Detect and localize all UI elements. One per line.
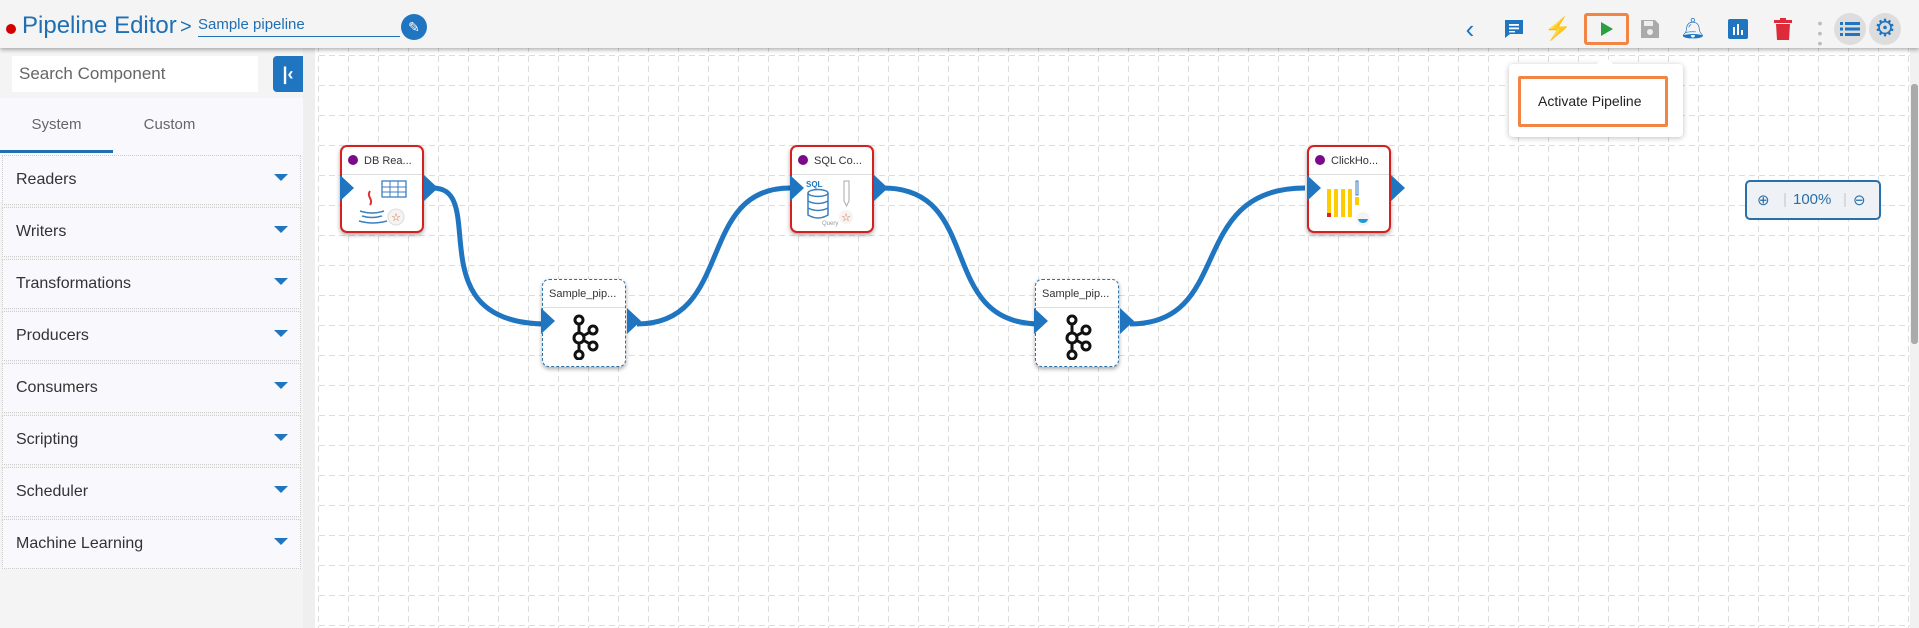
- node-kafka-2[interactable]: Sample_pip...: [1034, 279, 1134, 367]
- zoom-in-icon[interactable]: ⊕: [1757, 192, 1770, 209]
- node-db-reader[interactable]: DB Rea... ☆: [340, 145, 438, 233]
- kafka-icon: [572, 314, 599, 360]
- category-label: Scripting: [16, 431, 79, 448]
- caret-down-icon: [274, 174, 288, 181]
- sidebar-gutter: [303, 48, 315, 628]
- input-port[interactable]: [1034, 308, 1048, 334]
- category-readers[interactable]: Readers: [2, 155, 301, 205]
- svg-text:SQL: SQL: [806, 180, 823, 189]
- back-icon[interactable]: ‹: [1465, 14, 1475, 44]
- status-dot: [348, 155, 358, 165]
- kafka-icon: [1065, 314, 1092, 360]
- caret-down-icon: [274, 434, 288, 441]
- svg-text:☆: ☆: [841, 212, 851, 224]
- category-label: Machine Learning: [16, 535, 144, 552]
- connection: [636, 185, 791, 327]
- status-dot: [6, 24, 16, 34]
- tab-custom[interactable]: Custom: [143, 116, 196, 133]
- output-port[interactable]: [1391, 175, 1405, 201]
- input-port[interactable]: [790, 175, 804, 201]
- canvas-scrollbar[interactable]: [1910, 48, 1919, 628]
- caret-down-icon: [274, 226, 288, 233]
- active-tab-indicator: [0, 150, 113, 153]
- java-db-icon: ☆: [358, 180, 407, 226]
- tooltip-text: Activate Pipeline: [1518, 76, 1668, 127]
- category-label: Writers: [16, 223, 67, 240]
- input-port[interactable]: [541, 308, 555, 334]
- scrollbar-thumb[interactable]: [1911, 84, 1918, 344]
- output-port[interactable]: [1120, 308, 1134, 334]
- node-label: DB Rea...: [342, 147, 422, 175]
- category-consumers[interactable]: Consumers: [2, 363, 301, 413]
- component-sidebar: |‹ System Custom Readers Writers Transfo…: [0, 48, 303, 628]
- activate-pipeline-tooltip: Activate Pipeline: [1509, 56, 1683, 137]
- input-port[interactable]: [1307, 175, 1321, 201]
- node-label: Sample_pip...: [543, 280, 625, 308]
- zoom-control: ⊕ | 100% | ⊖: [1745, 180, 1881, 220]
- caret-down-icon: [274, 538, 288, 545]
- caret-down-icon: [274, 278, 288, 285]
- category-transformations[interactable]: Transformations: [2, 259, 301, 309]
- caret-down-icon: [274, 382, 288, 389]
- collapse-sidebar-button[interactable]: |‹: [273, 56, 303, 92]
- bolt-icon[interactable]: ⚡: [1544, 16, 1572, 41]
- caret-down-icon: [274, 330, 288, 337]
- page-title: Pipeline Editor: [22, 12, 177, 39]
- node-label: SQL Co...: [792, 147, 872, 175]
- category-writers[interactable]: Writers: [2, 207, 301, 257]
- zoom-out-icon[interactable]: ⊖: [1853, 192, 1866, 209]
- alert-bell-icon[interactable]: 🔔︎: [1680, 18, 1706, 40]
- svg-text:☆: ☆: [391, 212, 401, 224]
- pipeline-canvas[interactable]: DB Rea... ☆ Sample_pip... SQL Co... SQL Q…: [315, 48, 1910, 628]
- pipeline-name-field[interactable]: Sample pipeline: [198, 16, 400, 37]
- header: Pipeline Editor > Sample pipeline ✎ ‹ ⚡ …: [0, 0, 1919, 51]
- input-port[interactable]: [340, 175, 354, 201]
- settings-gear-icon[interactable]: ⚙: [1869, 13, 1901, 45]
- node-label: Sample_pip...: [1036, 280, 1118, 308]
- delete-icon[interactable]: [1768, 14, 1798, 44]
- status-dot: [798, 155, 808, 165]
- breadcrumb-separator: >: [180, 16, 192, 38]
- search-component-input[interactable]: [12, 56, 258, 92]
- save-icon[interactable]: [1635, 14, 1665, 44]
- chart-icon[interactable]: [1723, 14, 1753, 44]
- connection: [882, 185, 1041, 327]
- comment-icon[interactable]: [1499, 14, 1529, 44]
- zoom-level: 100%: [1793, 191, 1832, 208]
- activate-pipeline-button[interactable]: [1584, 13, 1629, 45]
- connection: [432, 185, 548, 327]
- category-label: Transformations: [16, 275, 131, 292]
- category-label: Scheduler: [16, 483, 89, 500]
- svg-text:Query: Query: [822, 221, 838, 227]
- category-label: Readers: [16, 171, 77, 188]
- output-port[interactable]: [874, 175, 888, 201]
- sql-query-icon: SQL Query☆: [806, 180, 853, 227]
- category-label: Consumers: [16, 379, 98, 396]
- node-label: ClickHo...: [1309, 147, 1389, 175]
- clickhouse-icon: [1327, 180, 1370, 226]
- edit-name-button[interactable]: ✎: [401, 14, 427, 40]
- node-kafka-1[interactable]: Sample_pip...: [541, 279, 641, 367]
- category-scheduler[interactable]: Scheduler: [2, 467, 301, 517]
- list-view-icon[interactable]: [1834, 13, 1866, 45]
- status-dot: [1315, 155, 1325, 165]
- category-producers[interactable]: Producers: [2, 311, 301, 361]
- node-clickhouse[interactable]: ClickHo...: [1307, 145, 1405, 233]
- category-machine-learning[interactable]: Machine Learning: [2, 519, 301, 569]
- caret-down-icon: [274, 486, 288, 493]
- category-scripting[interactable]: Scripting: [2, 415, 301, 465]
- category-label: Producers: [16, 327, 89, 344]
- tab-system[interactable]: System: [31, 116, 82, 133]
- more-icon[interactable]: •••: [1817, 15, 1823, 51]
- connection: [1129, 185, 1306, 327]
- output-port[interactable]: [627, 308, 641, 334]
- node-sql-component[interactable]: SQL Co... SQL Query☆: [790, 145, 888, 233]
- output-port[interactable]: [424, 175, 438, 201]
